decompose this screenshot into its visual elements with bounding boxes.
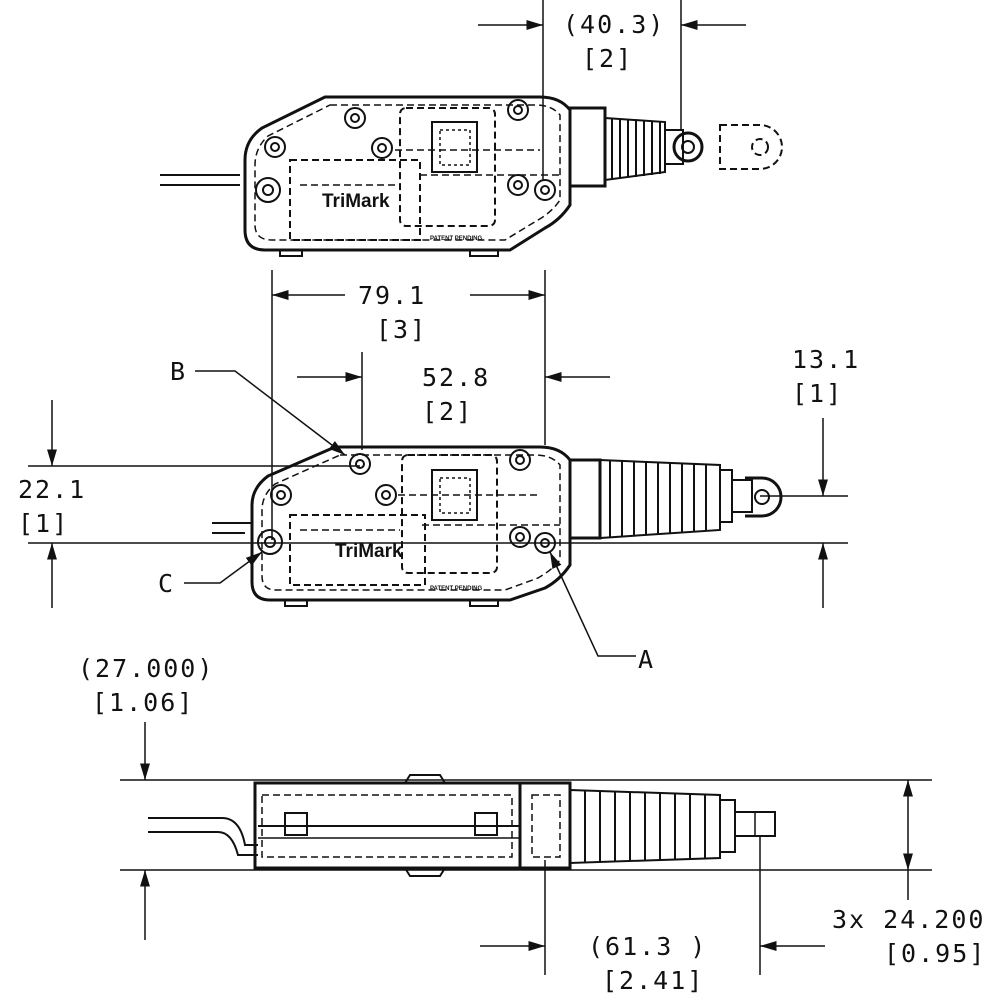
callout-a: A bbox=[638, 645, 653, 674]
mid-neck bbox=[568, 458, 602, 540]
mid-motor-block bbox=[289, 514, 426, 586]
bottom-bellows bbox=[569, 788, 721, 865]
dim-bottom-thick-sub: [0.95] bbox=[884, 939, 986, 968]
callout-b: B bbox=[170, 357, 185, 386]
bottom-clip-right bbox=[474, 812, 498, 836]
bottom-view: (27.000) [1.06] 3x 24.200 [0.95] bbox=[78, 654, 986, 995]
dim-bottom-length-value: (61.3 ) bbox=[588, 932, 707, 961]
middle-view: 79.1 [3] 52.8 [2] 13.1 [1] 22.1 [1] Tr bbox=[18, 270, 860, 674]
top-eyelet bbox=[672, 131, 704, 163]
dim-mid-inner-value: 52.8 bbox=[422, 363, 490, 392]
bottom-cable bbox=[148, 817, 258, 856]
top-window bbox=[431, 121, 478, 173]
dim-top-width-value: (40.3) bbox=[563, 10, 665, 39]
callout-a-leader bbox=[549, 551, 636, 657]
top-logo: TriMark bbox=[322, 191, 390, 212]
dim-mid-length-sub: [3] bbox=[376, 315, 427, 344]
dim-bottom-height-sub: [1.06] bbox=[92, 688, 194, 717]
top-eyelet-extended bbox=[719, 124, 783, 170]
top-body-inner bbox=[254, 104, 561, 241]
mid-logo: TriMark bbox=[335, 541, 403, 562]
dim-bottom-length-sub: [2.41] bbox=[602, 966, 704, 995]
mid-patent-text: PATENT PENDING bbox=[430, 586, 482, 592]
dim-right-offset-sub: [1] bbox=[792, 379, 843, 408]
top-body-outline bbox=[243, 95, 572, 252]
top-patent-text: PATENT PENDING bbox=[430, 236, 482, 242]
dim-mid-inner-sub: [2] bbox=[422, 397, 473, 426]
callout-c-leader bbox=[184, 551, 263, 584]
mid-cable bbox=[212, 522, 253, 540]
dim-right-offset-value: 13.1 bbox=[792, 345, 860, 374]
callout-c: C bbox=[158, 569, 173, 598]
mid-gear-block bbox=[401, 454, 498, 574]
top-neck bbox=[568, 106, 607, 188]
dim-top-width-sub: [2] bbox=[582, 44, 633, 73]
dim-bottom-thick-value: 3x 24.200 bbox=[832, 905, 985, 934]
top-cable bbox=[160, 174, 240, 186]
dim-left-height-sub: [1] bbox=[18, 509, 69, 538]
top-gear-block bbox=[399, 107, 496, 227]
top-foot-right bbox=[469, 249, 499, 257]
mid-body-outline bbox=[250, 445, 572, 602]
callout-b-leader bbox=[195, 370, 346, 456]
top-foot-left bbox=[279, 249, 303, 257]
mid-body-inner bbox=[261, 454, 561, 591]
dim-mid-length-value: 79.1 bbox=[358, 281, 426, 310]
dim-left-height-value: 22.1 bbox=[18, 475, 86, 504]
top-view: TriMark PATENT PENDING (40.3) bbox=[160, 0, 783, 257]
mid-screws bbox=[257, 449, 556, 555]
top-screws bbox=[255, 99, 556, 203]
mid-eyelet bbox=[745, 476, 783, 518]
dim-bottom-height-value: (27.000) bbox=[78, 654, 214, 683]
top-bellows bbox=[604, 116, 666, 182]
mid-bellows bbox=[599, 458, 721, 540]
top-motor-block bbox=[289, 159, 421, 241]
bottom-clip-left bbox=[284, 812, 308, 836]
